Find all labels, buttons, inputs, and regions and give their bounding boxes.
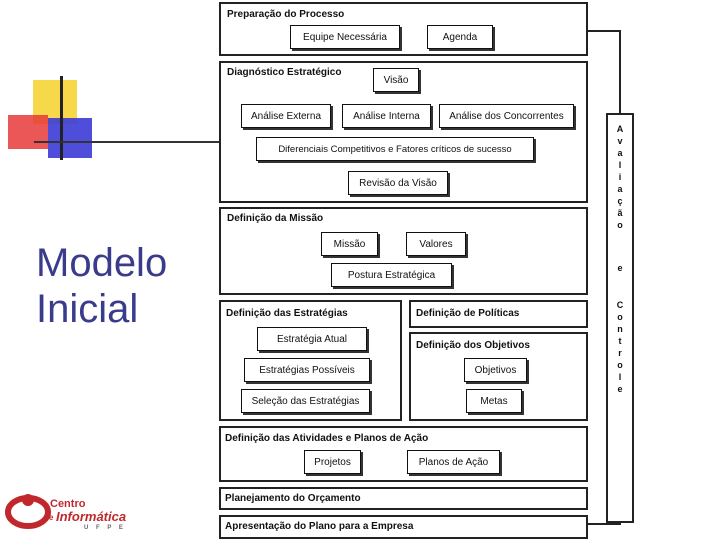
box-diferenciais: Diferenciais Competitivos e Fatores crít… (256, 137, 534, 161)
logo-line1: Centro (50, 498, 86, 510)
side-char: l (618, 372, 622, 382)
side-char: t (618, 336, 622, 346)
section-estrategias-title: Definição das Estratégias (226, 308, 348, 319)
box-projetos: Projetos (304, 450, 361, 474)
side-char: o (617, 220, 623, 230)
logo-line4: U F P E (84, 525, 126, 531)
box-estrategia-atual: Estratégia Atual (257, 327, 367, 351)
box-valores: Valores (406, 232, 466, 256)
side-char: ç (617, 196, 623, 206)
logo: Centro de Informática U F P E (4, 486, 144, 536)
box-selecao-estrategias: Seleção das Estratégias (241, 389, 370, 413)
section-orcamento: Planejamento do Orçamento (219, 487, 588, 510)
side-char: e (617, 384, 623, 394)
section-missao: Definição da Missão Missão Valores Postu… (219, 207, 588, 295)
side-char: i (618, 172, 622, 182)
section-preparacao: Preparação do Processo Equipe Necessária… (219, 2, 588, 56)
decor-blue-square (48, 118, 92, 158)
decor-horizontal-line (34, 141, 224, 143)
box-analise-externa: Análise Externa (241, 104, 331, 128)
box-metas: Metas (466, 389, 522, 413)
section-diagnostico: Diagnóstico Estratégico Visão Análise Ex… (219, 61, 588, 203)
side-char: o (617, 312, 623, 322)
decor-squares (0, 70, 224, 170)
section-missao-title: Definição da Missão (227, 213, 324, 224)
section-estrategias: Definição das Estratégias Estratégia Atu… (219, 300, 402, 421)
box-agenda: Agenda (427, 25, 493, 49)
decor-vertical-line (60, 76, 63, 160)
section-politicas-title: Definição de Políticas (416, 308, 520, 319)
side-char: ã (617, 208, 623, 218)
logo-line3: Informática (56, 509, 127, 524)
slide-title-line1: Modelo (36, 241, 168, 285)
side-char: o (617, 360, 623, 370)
section-atividades: Definição das Atividades e Planos de Açã… (219, 426, 588, 482)
side-char: a (617, 184, 623, 194)
box-missao: Missão (321, 232, 378, 256)
side-char: l (618, 160, 622, 170)
side-char: v (617, 136, 623, 146)
box-equipe-necessaria: Equipe Necessária (290, 25, 400, 49)
section-apresentacao: Apresentação do Plano para a Empresa (219, 515, 588, 539)
connector-bottom-horizontal (588, 523, 621, 525)
side-char: r (618, 348, 622, 358)
logo-mark-icon (5, 494, 51, 529)
box-estrategias-possiveis: Estratégias Possíveis (244, 358, 370, 382)
section-diagnostico-title: Diagnóstico Estratégico (227, 67, 342, 78)
slide-title-line2: Inicial (36, 287, 139, 331)
box-visao: Visão (373, 68, 419, 92)
box-revisao-visao: Revisão da Visão (348, 171, 448, 195)
box-analise-interna: Análise Interna (342, 104, 431, 128)
side-char: A (616, 124, 624, 134)
section-objetivos-title: Definição dos Objetivos (416, 340, 530, 351)
box-postura-estrategica: Postura Estratégica (331, 263, 452, 287)
section-objetivos: Definição dos Objetivos Objetivos Metas (409, 332, 588, 421)
section-preparacao-title: Preparação do Processo (227, 9, 345, 20)
side-char: n (617, 324, 623, 334)
connector-top-vertical (619, 30, 621, 114)
decor-red-square (8, 115, 48, 149)
section-politicas: Definição de Políticas (409, 300, 588, 328)
section-atividades-title: Definição das Atividades e Planos de Açã… (225, 433, 429, 444)
section-apresentacao-title: Apresentação do Plano para a Empresa (225, 521, 414, 532)
box-analise-concorrentes: Análise dos Concorrentes (439, 104, 574, 128)
connector-top-horizontal (588, 30, 621, 32)
side-char: e (617, 263, 623, 273)
box-objetivos: Objetivos (464, 358, 527, 382)
side-char: C (616, 300, 624, 310)
section-orcamento-title: Planejamento do Orçamento (225, 493, 361, 504)
slide-title: Modelo Inicial (36, 240, 167, 332)
logo-line2: de (44, 513, 54, 522)
box-planos-acao: Planos de Ação (407, 450, 500, 474)
side-panel-avaliacao-controle: A v a l i a ç ã o e C o n t r o l e (606, 113, 634, 523)
side-char: a (617, 148, 623, 158)
